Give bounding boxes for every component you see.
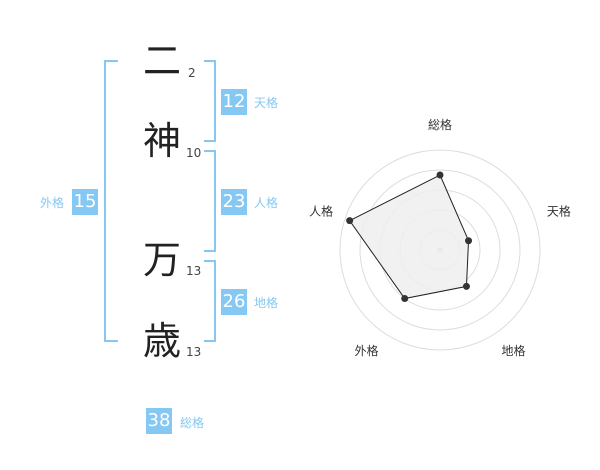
radar-axis-label-3: 地格 — [501, 343, 525, 358]
gaikaku-bracket — [104, 60, 118, 342]
radar-point-3 — [462, 282, 470, 290]
soukaku-label: 総格 — [180, 416, 205, 430]
tenkaku-label: 天格 — [254, 96, 279, 110]
chikaku-value: 26 — [221, 289, 247, 315]
jinkaku-value: 23 — [221, 189, 247, 215]
stroke-count-1: 2 — [188, 66, 196, 80]
radar-axis-label-1: 総格 — [428, 117, 452, 132]
tenkaku-bracket — [204, 60, 216, 142]
radar-axis-label-5: 人格 — [309, 203, 333, 218]
radar-axis-label-4: 外格 — [355, 343, 379, 358]
radar-point-5 — [346, 217, 354, 225]
name-char-4: 歳 — [142, 319, 181, 363]
gaikaku-label: 外格 — [40, 196, 65, 210]
stroke-count-3: 13 — [186, 264, 202, 278]
jinkaku-bracket — [204, 150, 216, 252]
radar-point-1 — [436, 171, 444, 179]
radar-point-4 — [401, 295, 409, 303]
chikaku-bracket — [204, 260, 216, 342]
name-char-3: 万 — [142, 238, 181, 282]
radar-point-2 — [465, 237, 473, 245]
name-char-1: 二 — [142, 39, 181, 83]
radar-data-polygon — [348, 174, 470, 300]
tenkaku-value: 12 — [221, 89, 247, 115]
radar-grid-ring-2 — [359, 169, 521, 331]
radar-grid-ring-1 — [339, 149, 541, 351]
jinkaku-label: 人格 — [254, 196, 279, 210]
stroke-count-2: 10 — [186, 146, 202, 160]
name-char-2: 神 — [142, 119, 181, 163]
soukaku-value: 38 — [146, 408, 172, 434]
stroke-count-4: 13 — [186, 345, 202, 359]
gaikaku-value: 15 — [72, 189, 98, 215]
radar-axis-label-2: 天格 — [547, 203, 571, 218]
chikaku-label: 地格 — [254, 296, 279, 310]
